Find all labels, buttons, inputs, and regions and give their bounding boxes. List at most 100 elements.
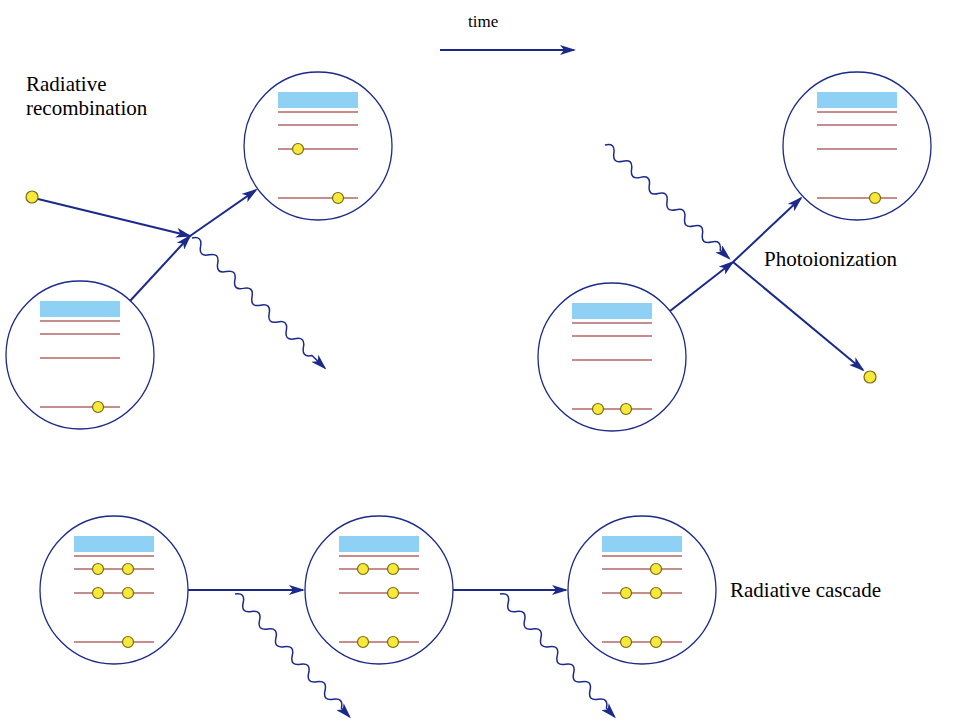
atom-cascade-step-1-part xyxy=(74,556,154,642)
atom-cascade-step-2-part-part xyxy=(388,637,399,648)
atom-after-photoionization xyxy=(783,72,931,220)
atom-before-photoionization-part xyxy=(538,283,686,431)
atom-before-recombination-part xyxy=(40,301,120,317)
free-electron xyxy=(26,191,38,203)
cascade-arrows-part xyxy=(453,589,566,591)
atom-after-photoionization-part xyxy=(817,112,897,198)
atom-before-recombination-part-part xyxy=(93,402,104,413)
atom-before-recombination-part xyxy=(93,402,104,413)
atom-cascade-step-2-part-part xyxy=(339,555,419,556)
atom-before-recombination-part-part xyxy=(40,357,120,358)
atom-after-recombination-part xyxy=(244,72,392,220)
recombination-trajectories-part xyxy=(130,236,190,301)
recombination-trajectories xyxy=(38,190,256,301)
atom-cascade-step-2-part-part xyxy=(339,568,419,569)
atom-cascade-step-1-part-part xyxy=(74,641,154,642)
atom-before-recombination-part xyxy=(40,321,120,407)
atom-after-photoionization-part-part xyxy=(870,193,881,204)
atom-cascade-step-3 xyxy=(568,516,716,664)
atom-before-photoionization-part-part xyxy=(593,404,604,415)
cascade-arrows-part xyxy=(188,589,303,591)
atom-after-recombination-part xyxy=(278,112,358,198)
atom-cascade-step-3-part-part xyxy=(651,564,662,575)
atom-cascade-step-1-part-part xyxy=(123,637,134,648)
atom-cascade-step-1-part-part xyxy=(93,564,104,575)
atom-before-photoionization-part-part xyxy=(572,335,652,336)
atom-cascade-step-1-part-part xyxy=(74,592,154,593)
atom-before-photoionization-part-part xyxy=(572,359,652,360)
photoionization-trajectories xyxy=(670,198,863,370)
atom-after-recombination-part-part xyxy=(278,111,358,112)
atom-cascade-step-2-part xyxy=(305,516,453,664)
axis-label: time xyxy=(466,12,500,32)
atom-after-photoionization-part-part xyxy=(817,124,897,125)
label-holder: Photoionization xyxy=(762,247,899,271)
atom-cascade-step-1-part xyxy=(93,564,134,648)
atom-after-recombination-part-part xyxy=(333,193,344,204)
atom-before-recombination-part-part xyxy=(40,406,120,407)
atom-after-photoionization-part xyxy=(783,72,931,220)
atom-cascade-step-2-part-part xyxy=(358,564,369,575)
atom-cascade-step-2-part xyxy=(339,556,419,642)
cascade-photon xyxy=(497,591,618,720)
atom-after-recombination-part xyxy=(293,144,344,204)
atom-cascade-step-1-part-part xyxy=(74,568,154,569)
atom-cascade-step-1-part xyxy=(40,516,188,664)
atom-before-photoionization-part-part xyxy=(621,404,632,415)
label-holder: time xyxy=(466,12,500,32)
time-arrow xyxy=(440,49,574,51)
atom-cascade-step-2-part-part xyxy=(358,637,369,648)
process-title: Photoionization xyxy=(762,247,899,271)
atom-cascade-step-3-part xyxy=(568,516,716,664)
atom-cascade-step-2-part-part xyxy=(339,641,419,642)
atom-cascade-step-1-part-part xyxy=(123,564,134,575)
atom-before-photoionization-part xyxy=(572,303,652,319)
atom-before-photoionization-part-part xyxy=(572,408,652,409)
atom-before-photoionization-part-part xyxy=(572,322,652,323)
atom-cascade-step-3-part-part xyxy=(602,555,682,556)
photoionization-trajectories-part xyxy=(733,262,863,370)
atom-after-recombination-part-part xyxy=(278,124,358,125)
atom-cascade-step-1-part-part xyxy=(74,555,154,556)
atom-cascade-step-2 xyxy=(305,516,453,664)
absorbed-photon xyxy=(602,142,732,262)
atom-cascade-step-2-part xyxy=(339,536,419,552)
atom-after-recombination-part-part xyxy=(293,144,304,155)
atom-cascade-step-1-part xyxy=(74,536,154,552)
atom-cascade-step-1-part-part xyxy=(123,588,134,599)
atom-cascade-step-3-part xyxy=(602,536,682,552)
atom-after-recombination-part-part xyxy=(278,197,358,198)
atom-cascade-step-3-part-part xyxy=(602,568,682,569)
process-title: Radiative recombination xyxy=(24,72,178,120)
atom-cascade-step-2-part-part xyxy=(388,564,399,575)
atom-before-photoionization-part xyxy=(593,404,632,415)
atom-after-photoionization-part-part xyxy=(817,148,897,149)
atom-cascade-step-2-part-part xyxy=(339,592,419,593)
photoionization-trajectories-part xyxy=(670,262,733,311)
atom-after-photoionization-part-part xyxy=(817,111,897,112)
atom-after-photoionization-part-part xyxy=(817,197,897,198)
atom-cascade-step-2-part xyxy=(358,564,399,648)
cascade-arrows xyxy=(188,589,566,591)
label-holder: Radiative recombination xyxy=(24,72,178,120)
atom-cascade-step-3-part-part xyxy=(602,592,682,593)
emitted-photon xyxy=(189,235,328,372)
atom-cascade-step-3-part xyxy=(602,556,682,642)
atom-cascade-step-3-part-part xyxy=(621,637,632,648)
atom-before-photoionization-part xyxy=(572,323,652,409)
atom-before-photoionization xyxy=(538,283,686,431)
atom-cascade-step-1-part-part xyxy=(93,588,104,599)
atom-before-recombination xyxy=(6,281,154,429)
recombination-trajectories-part xyxy=(38,199,190,236)
atom-before-recombination-part-part xyxy=(40,320,120,321)
cascade-photon xyxy=(232,591,353,720)
label-holder: Radiative cascade xyxy=(728,578,883,602)
atom-after-recombination-part-part xyxy=(278,148,358,149)
atom-cascade-step-3-part-part xyxy=(602,641,682,642)
atom-before-recombination-part-part xyxy=(40,333,120,334)
process-title: Radiative cascade xyxy=(728,578,883,602)
atom-cascade-step-3-part-part xyxy=(651,637,662,648)
atom-after-recombination-part xyxy=(278,92,358,108)
atom-cascade-step-1 xyxy=(40,516,188,664)
